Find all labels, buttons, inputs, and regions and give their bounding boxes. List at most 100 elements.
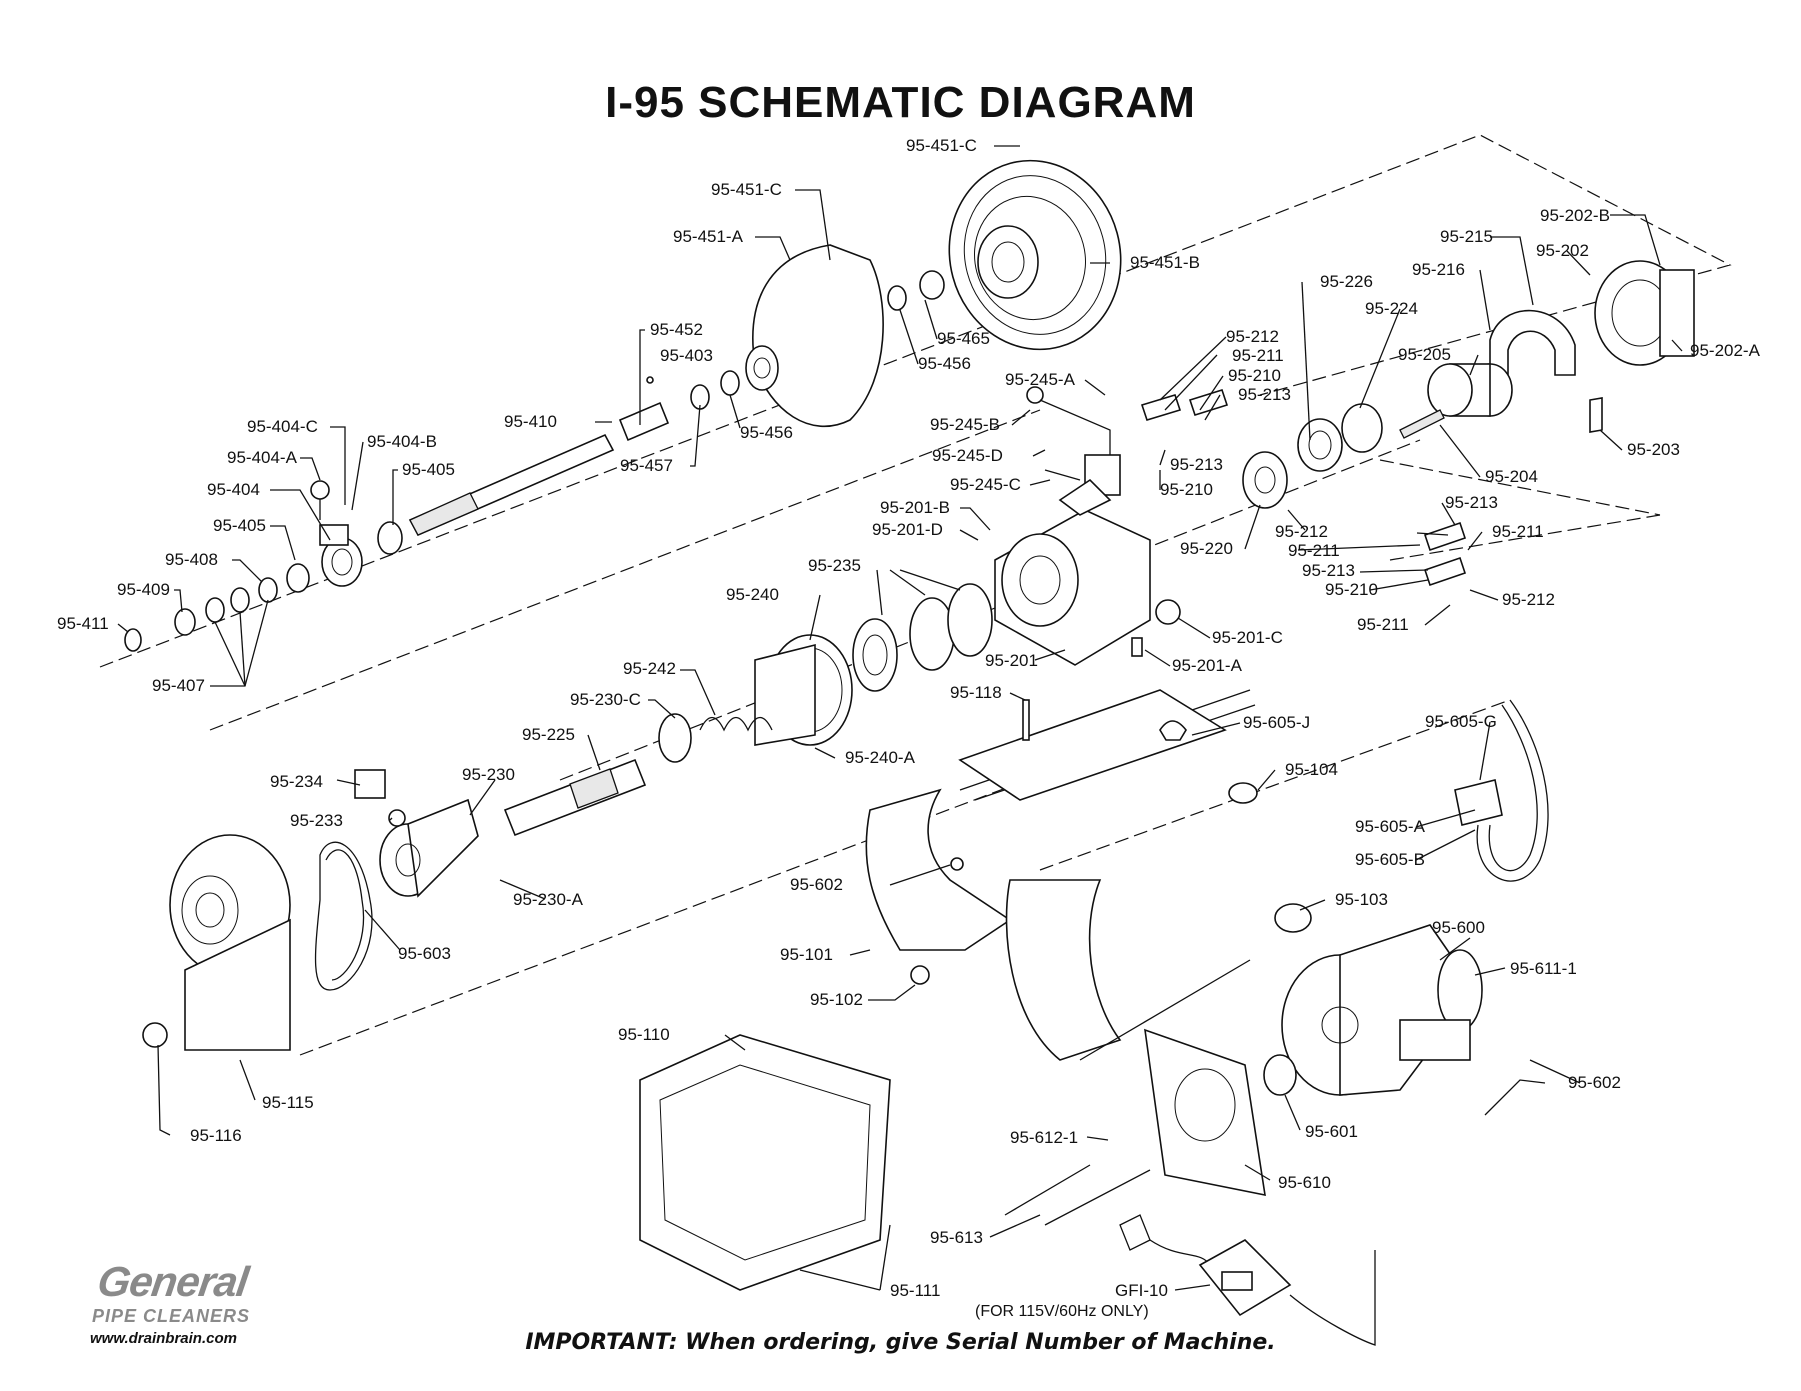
part-label: 95-211 (1357, 615, 1409, 634)
part-label: 95-605-B (1355, 850, 1425, 869)
part-label: 95-235 (808, 556, 861, 575)
ring-407b (205, 597, 225, 623)
part-label: 95-405 (402, 460, 455, 479)
drum-cover-451a (745, 244, 884, 427)
foot-103 (1274, 903, 1312, 933)
part-label: 95-201-A (1172, 656, 1242, 675)
part-label: 95-211 (1492, 522, 1544, 541)
part-label: 95-409 (117, 580, 170, 599)
leader-lines (117, 145, 1683, 1291)
part-label: 95-210 (1325, 580, 1378, 599)
part-label: 95-456 (918, 354, 971, 373)
cap-201c (1155, 599, 1181, 625)
part-label: 95-602 (790, 875, 843, 894)
part-label: 95-201-C (1212, 628, 1283, 647)
frame-101 (865, 689, 1256, 1061)
bracket-234 (354, 769, 386, 799)
part-label: 95-201-D (872, 520, 943, 539)
part-label: 95-240-A (845, 748, 915, 767)
thrust-235-c (947, 583, 993, 657)
ring-411 (124, 628, 142, 652)
part-label: 95-225 (522, 725, 575, 744)
collar-224 (1341, 403, 1383, 453)
logo-wordmark: General (94, 1258, 251, 1305)
ring-233 (388, 809, 406, 827)
motor-600 (1281, 924, 1483, 1096)
diagram-title: I-95 SCHEMATIC DIAGRAM (605, 78, 1196, 127)
collar-405-lower (286, 563, 310, 593)
bearing-assembly-404 (310, 480, 363, 587)
part-label: 95-202-A (1690, 341, 1760, 360)
feed-shaft-225 (503, 758, 647, 837)
thrust-235-a (852, 618, 898, 692)
basket-110 (639, 1034, 891, 1291)
part-label: 95-212 (1275, 522, 1328, 541)
washer-602a (950, 857, 964, 871)
part-label: 95-110 (618, 1025, 670, 1044)
part-label: 95-457 (620, 456, 673, 475)
part-label: 95-215 (1440, 227, 1493, 246)
part-label: 95-204 (1485, 467, 1538, 486)
part-label: 95-230-C (570, 690, 641, 709)
part-label: 95-233 (290, 811, 343, 830)
part-label: 95-213 (1238, 385, 1291, 404)
part-label: 95-407 (152, 676, 205, 695)
gearbox-201 (994, 478, 1151, 666)
part-label: 95-240 (726, 585, 779, 604)
ring-230c (658, 713, 692, 763)
foot-102 (910, 965, 930, 985)
pin-403 (646, 376, 654, 384)
part-label: 95-404-A (227, 448, 297, 467)
ring-407a (230, 587, 250, 613)
part-label: 95-202 (1536, 241, 1589, 260)
part-label: 95-213 (1302, 561, 1355, 580)
gfi-10-device (1198, 1239, 1292, 1317)
part-label: 95-242 (623, 659, 676, 678)
collar-405-upper (377, 521, 403, 555)
part-label: 95-212 (1502, 590, 1555, 609)
bracket-boundary (1389, 514, 1661, 561)
part-label: 95-410 (504, 412, 557, 431)
part-label: 95-118 (950, 683, 1002, 702)
plate-210-upper (1140, 394, 1182, 421)
clip-605j (1159, 720, 1187, 741)
part-label: 95-610 (1278, 1173, 1331, 1192)
drum-451b (948, 159, 1122, 351)
part-label: 95-465 (937, 329, 990, 348)
rod-613 (1004, 1164, 1091, 1216)
part-label: 95-612-1 (1010, 1128, 1079, 1147)
part-label: 95-411 (57, 614, 109, 633)
part-label: 95-212 (1226, 327, 1279, 346)
part-label: 95-102 (810, 990, 863, 1009)
gfi-note: (FOR 115V/60Hz ONLY) (975, 1303, 1149, 1320)
coupling-205 (1427, 363, 1513, 417)
bearing-226 (1297, 418, 1343, 472)
clutch-240 (754, 634, 853, 746)
ordering-note: IMPORTANT: When ordering, give Serial Nu… (525, 1330, 1276, 1355)
part-label: 95-210 (1228, 366, 1281, 385)
motor-axis-line (1039, 699, 1511, 871)
pulley-guard-115 (169, 834, 291, 1051)
part-label: 95-213 (1170, 455, 1223, 474)
part-label: 95-101 (780, 945, 833, 964)
part-label: 95-405 (213, 516, 266, 535)
part-label: 95-220 (1180, 539, 1233, 558)
part-label: 95-451-C (906, 136, 977, 155)
part-label: 95-201-B (880, 498, 950, 517)
part-label: 95-245-B (930, 415, 1000, 434)
nut-465 (919, 270, 945, 300)
bearing-409 (174, 608, 196, 636)
part-label: 95-245-C (950, 475, 1021, 494)
part-label: 95-205 (1398, 345, 1451, 364)
part-label: 95-605-J (1243, 713, 1311, 732)
spring-242 (699, 716, 773, 732)
part-label: 95-603 (398, 944, 451, 963)
part-label: 95-104 (1285, 760, 1338, 779)
part-label: 95-216 (1412, 260, 1465, 279)
knob-116 (142, 1022, 168, 1048)
part-label: 95-602 (1568, 1073, 1621, 1092)
part-label: 95-451-A (673, 227, 743, 246)
part-label: 95-452 (650, 320, 703, 339)
